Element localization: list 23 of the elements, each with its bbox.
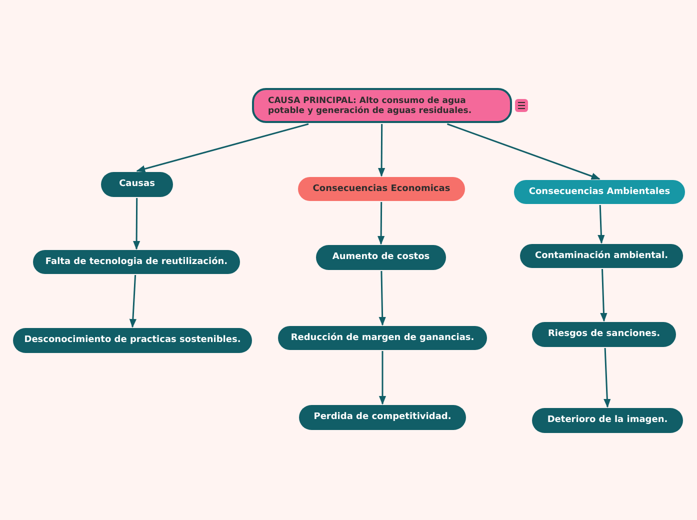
arrow [378, 124, 386, 177]
topic-box: Consecuencias Ambientales [514, 180, 685, 204]
subtopic-box: Desconocimiento de practicas sostenibles. [13, 328, 252, 353]
arrow [447, 123, 600, 180]
subtopic-box: Riesgos de sanciones. [532, 322, 676, 347]
arrow [600, 268, 608, 322]
arrow [129, 274, 137, 328]
main-topic-box: CAUSA PRINCIPAL: Alto consumo de agua potable y generación de aguas residuales. [252, 88, 512, 123]
arrow [136, 123, 309, 172]
arrow [604, 348, 611, 408]
arrow [132, 198, 140, 250]
subtopic-box: Deterioro de la imagen. [532, 408, 683, 433]
subtopic-box: Falta de tecnologia de reutilización. [33, 250, 240, 274]
subtopic-box: Contaminación ambiental. [520, 244, 683, 268]
topic-box: Causas [101, 172, 173, 197]
subtopic-box: Reducción de margen de ganancias. [278, 326, 487, 350]
arrow [598, 204, 605, 244]
topic-box: Consecuencias Economicas [298, 177, 465, 201]
arrow [378, 270, 386, 326]
subtopic-box: Perdida de competitividad. [299, 405, 466, 430]
arrow [377, 202, 385, 245]
subtopic-box: Aumento de costos [316, 245, 446, 270]
arrow [378, 351, 386, 405]
